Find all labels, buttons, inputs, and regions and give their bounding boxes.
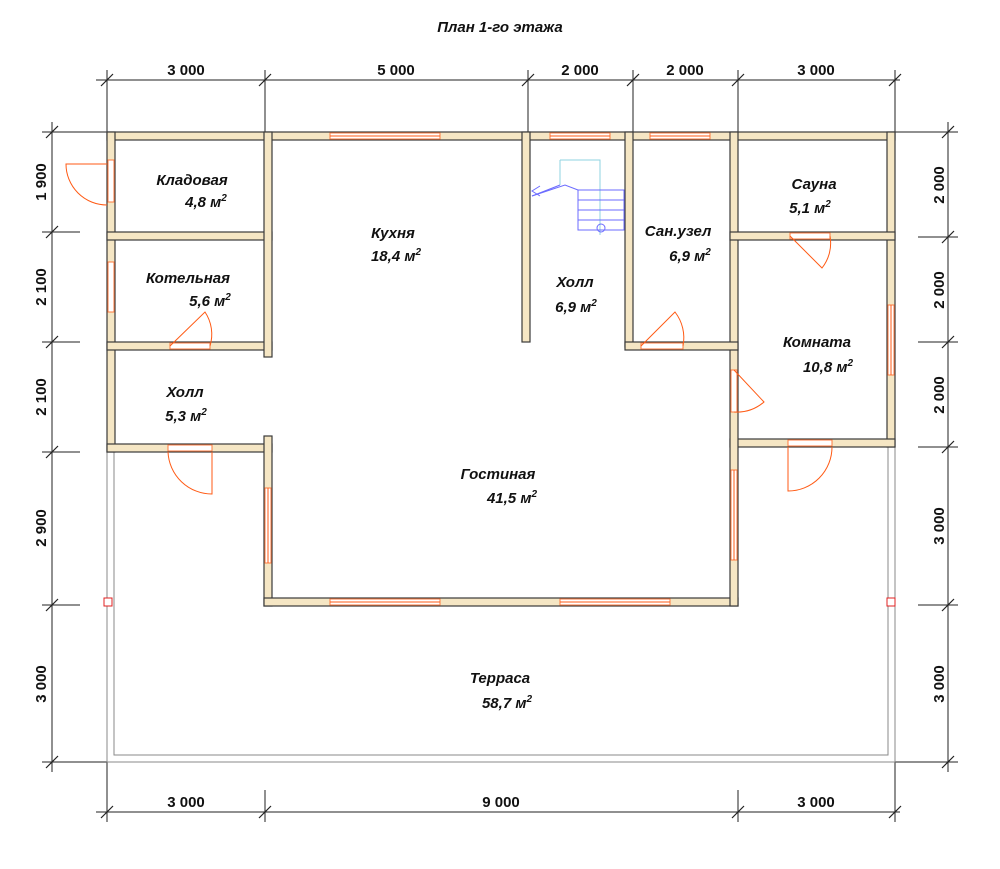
door-komnata — [733, 369, 765, 413]
room-name-holl-center: Холл — [555, 274, 594, 291]
dim-right-3: 2 000 — [931, 376, 948, 414]
dim-left-1: 1 900 — [33, 163, 50, 201]
room-area-komnata: 10,8 м2 — [803, 358, 853, 376]
terrace-outline — [103, 447, 896, 763]
room-name-kladovaya: Кладовая — [156, 172, 228, 189]
room-area-terrasa: 58,7 м2 — [482, 694, 532, 712]
door-exterior-right — [787, 446, 833, 492]
window-kotelnaya — [107, 261, 115, 313]
room-name-gostinaya: Гостиная — [461, 466, 536, 483]
dimension-chain-top: 3 000 5 000 2 000 2 000 3 000 — [96, 62, 902, 132]
room-labels: Кладовая 4,8 м2 Котельная 5,6 м2 Холл 5,… — [146, 172, 853, 712]
room-name-terrasa: Терраса — [470, 670, 530, 687]
dim-bottom-2: 9 000 — [482, 794, 520, 811]
dim-top-3: 2 000 — [561, 62, 599, 79]
room-name-sauna: Сауна — [791, 176, 836, 193]
dim-bottom-3: 3 000 — [797, 794, 835, 811]
door-holl-left — [167, 451, 213, 495]
room-name-komnata: Комната — [783, 334, 851, 351]
dim-top-5: 3 000 — [797, 62, 835, 79]
staircase — [531, 159, 625, 235]
room-area-sanuzel: 6,9 м2 — [669, 247, 711, 265]
room-area-kuhnya: 18,4 м2 — [371, 247, 421, 265]
dim-right-2: 2 000 — [931, 271, 948, 309]
room-area-gostinaya: 41,5 м2 — [486, 489, 537, 507]
doors — [65, 159, 833, 495]
room-area-holl-center: 6,9 м2 — [555, 298, 597, 316]
door-kotelnaya — [169, 311, 213, 347]
plan-title: План 1-го этажа — [437, 19, 563, 36]
dim-left-4: 2 900 — [33, 509, 50, 547]
door-sauna — [789, 235, 832, 269]
door-kladovaya — [65, 163, 108, 206]
room-area-holl-left: 5,3 м2 — [165, 407, 207, 425]
dimension-chain-left: 1 900 2 100 2 100 2 900 3 000 — [33, 122, 107, 772]
room-area-kladovaya: 4,8 м2 — [184, 193, 227, 211]
dim-top-4: 2 000 — [666, 62, 704, 79]
room-name-sanuzel: Сан.узел — [645, 223, 712, 240]
dim-left-2: 2 100 — [33, 268, 50, 306]
dim-right-1: 2 000 — [931, 166, 948, 204]
dimension-chain-right: 2 000 2 000 2 000 3 000 3 000 — [895, 122, 958, 772]
room-name-holl-left: Холл — [165, 384, 204, 401]
dim-top-2: 5 000 — [377, 62, 415, 79]
door-sanuzel — [640, 311, 685, 347]
room-area-kotelnaya: 5,6 м2 — [189, 292, 231, 310]
terrace-post-left — [103, 597, 113, 607]
terrace-post-right — [886, 597, 896, 607]
dimension-chain-bottom: 3 000 9 000 3 000 — [96, 762, 902, 822]
room-name-kuhnya: Кухня — [371, 225, 415, 242]
dim-top-1: 3 000 — [167, 62, 205, 79]
windows — [107, 132, 895, 606]
room-name-kotelnaya: Котельная — [146, 270, 230, 287]
dim-right-5: 3 000 — [931, 665, 948, 703]
dim-right-4: 3 000 — [931, 507, 948, 545]
dim-left-3: 2 100 — [33, 378, 50, 416]
dim-bottom-1: 3 000 — [167, 794, 205, 811]
dim-left-5: 3 000 — [33, 665, 50, 703]
room-area-sauna: 5,1 м2 — [789, 199, 831, 217]
